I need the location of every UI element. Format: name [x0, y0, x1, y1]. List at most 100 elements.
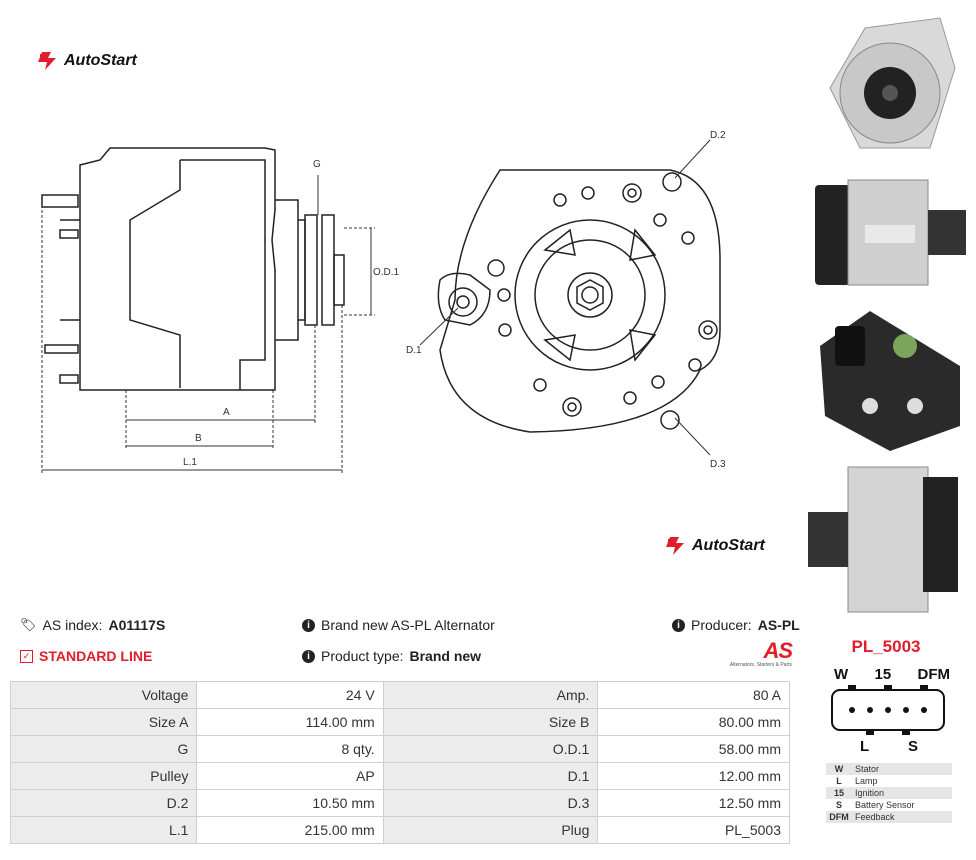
spec-value: AP: [196, 762, 384, 790]
label-d2: D.2: [710, 130, 726, 141]
front-leaders: [419, 139, 711, 456]
spec-label: Size A: [9, 708, 198, 736]
legend-key: 15: [826, 787, 852, 799]
as-index-label: AS index:: [42, 617, 103, 633]
brand-name: AutoStart: [64, 52, 137, 69]
as-index: 🏷 AS index: A01117S: [20, 617, 165, 633]
spec-value: PL_5003: [597, 816, 790, 844]
brand-logo-bottom: AutoStart: [664, 536, 765, 556]
product-photo-rear: [810, 306, 970, 456]
spec-label: D.1: [382, 762, 599, 790]
producer: i Producer: AS-PL: [672, 617, 800, 633]
autostart-logo-icon: [38, 52, 56, 70]
as-logo-tagline: Alternators, Starters & Parts: [729, 662, 792, 668]
info-circle-icon: i: [672, 618, 685, 632]
spec-value: 12.00 mm: [597, 762, 790, 790]
spec-label: Amp.: [382, 681, 599, 709]
label-od1: O.D.1: [373, 267, 400, 278]
spec-label: Pulley: [9, 762, 198, 790]
spec-label: Plug: [382, 816, 599, 844]
dimension-lines: [41, 175, 375, 475]
autostart-logo-icon: [666, 537, 684, 555]
product-photo-side: [810, 170, 968, 300]
front-view: [437, 169, 721, 433]
spec-label: D.3: [382, 789, 599, 817]
producer-value: AS-PL: [757, 617, 800, 633]
product-type-value: Brand new: [409, 648, 482, 664]
info-circle-icon: i: [302, 618, 315, 632]
legend-row: S Battery Sensor: [826, 799, 952, 811]
spec-value: 58.00 mm: [597, 735, 790, 763]
product-type: i Product type: Brand new: [302, 648, 481, 664]
legend-desc: Lamp: [855, 776, 878, 786]
pin-label-s: S: [907, 738, 918, 755]
legend-desc: Ignition: [852, 787, 952, 799]
spec-value: 8 qty.: [196, 735, 384, 763]
as-logo-mark: AS: [763, 638, 793, 663]
plug-connector-diagram: [831, 685, 945, 735]
plug-title: PL_5003: [851, 637, 921, 656]
as-pl-logo: AS Alternators, Starters & Parts: [716, 638, 793, 669]
legend-row: L Lamp: [826, 775, 952, 787]
spec-label: L.1: [9, 816, 198, 844]
spec-value: 80 A: [597, 681, 790, 709]
brand-logo-top: AutoStart: [36, 51, 137, 71]
legend-key: DFM: [826, 811, 852, 823]
standard-line-badge: ✓ STANDARD LINE: [20, 648, 152, 664]
brand-name: AutoStart: [692, 537, 765, 554]
spec-value: 114.00 mm: [196, 708, 384, 736]
label-l1: L.1: [183, 457, 197, 468]
check-square-icon: ✓: [20, 649, 33, 663]
pin-label-l: L: [860, 738, 870, 755]
spec-label: G: [9, 735, 198, 763]
info-circle-icon: i: [302, 649, 315, 663]
spec-label: Voltage: [9, 681, 198, 709]
plug-bottom-pins: L S: [860, 738, 918, 755]
standard-line-text: STANDARD LINE: [39, 648, 153, 664]
spec-label: D.2: [9, 789, 198, 817]
brand-new-text: Brand new AS-PL Alternator: [321, 617, 495, 633]
label-d1: D.1: [406, 345, 422, 356]
spec-value: 24 V: [196, 681, 384, 709]
spec-value: 10.50 mm: [196, 789, 384, 817]
legend-desc: Battery Sensor: [855, 800, 915, 810]
label-b: B: [195, 433, 202, 444]
spec-value: 215.00 mm: [196, 816, 384, 844]
product-photo-front: [810, 8, 960, 158]
legend-desc: Feedback: [852, 811, 952, 823]
product-photo-angle: [808, 462, 960, 614]
legend-key: S: [835, 800, 842, 810]
plug-top-pins: W 15 DFM: [834, 666, 950, 683]
technical-drawing: G O.D.1 A B L.1 D.1 D.2 D.3: [41, 130, 726, 475]
spec-value: 80.00 mm: [597, 708, 790, 736]
label-g: G: [313, 159, 321, 170]
label-a: A: [223, 407, 230, 418]
producer-label: Producer:: [691, 617, 752, 633]
pin-label-dfm: DFM: [917, 666, 950, 683]
as-index-value: A01117S: [108, 617, 166, 633]
label-d3: D.3: [710, 459, 726, 470]
side-view: [41, 147, 345, 391]
legend-key: W: [826, 763, 852, 775]
spec-label: Size B: [382, 708, 599, 736]
tag-icon: 🏷: [20, 617, 37, 632]
spec-label: O.D.1: [382, 735, 599, 763]
product-type-label: Product type:: [321, 648, 404, 664]
brand-new-line: i Brand new AS-PL Alternator: [302, 617, 495, 633]
spec-value: 12.50 mm: [597, 789, 790, 817]
pin-label-15: 15: [874, 666, 892, 683]
legend-desc: Stator: [852, 763, 952, 775]
legend-key: L: [836, 776, 842, 786]
pin-label-w: W: [834, 666, 849, 683]
